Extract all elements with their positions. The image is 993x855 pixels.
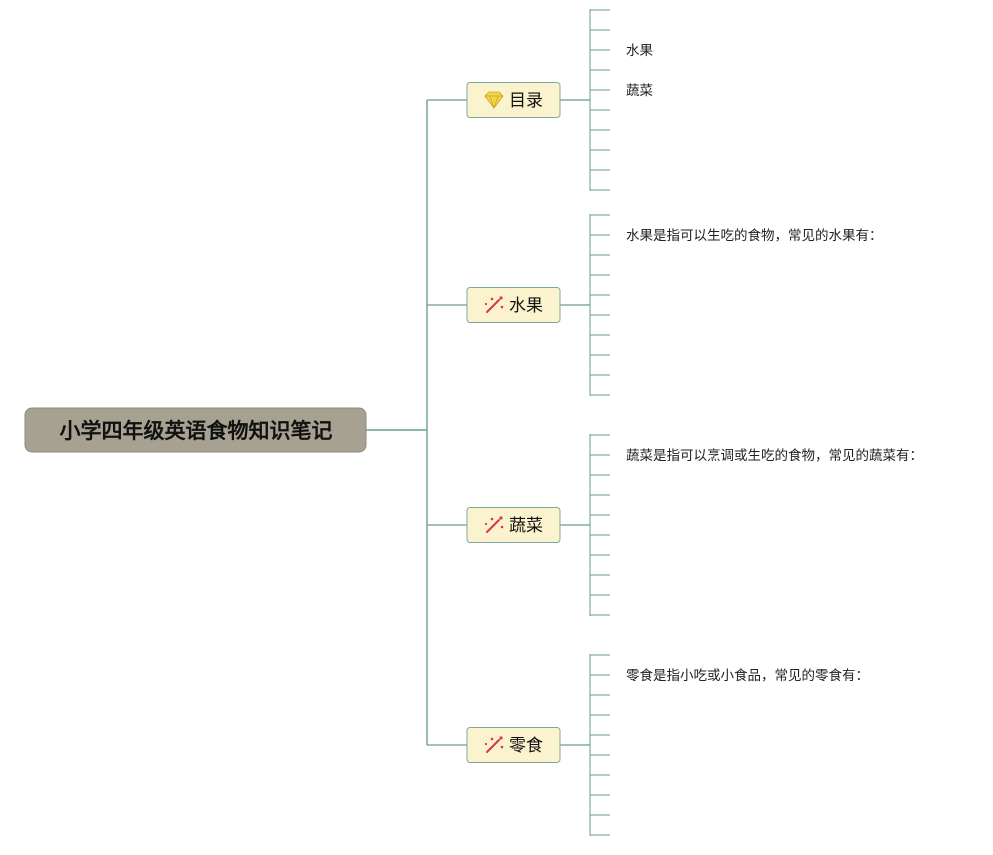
root-node-label: 小学四年级英语食物知识笔记: [60, 419, 333, 443]
leaf-node-label[interactable]: 水果: [626, 43, 654, 59]
root-node[interactable]: 小学四年级英语食物知识笔记: [24, 407, 367, 453]
branch-node-3[interactable]: 蔬菜: [466, 507, 561, 543]
diamond-icon: [484, 91, 504, 110]
branch-node-label: 蔬菜: [509, 516, 543, 536]
leaf-node-label[interactable]: 零食是指小吃或小食品，常见的零食有：: [626, 667, 869, 684]
branch-node-2[interactable]: 水果: [466, 287, 561, 323]
branch-node-box: [466, 287, 561, 323]
root-node-box: [24, 407, 367, 453]
sparkle-marker-icon: [484, 736, 504, 753]
branch-node-label: 目录: [509, 91, 543, 111]
leaf-node-label[interactable]: 水果是指可以生吃的食物，常见的水果有：: [626, 227, 883, 244]
sparkle-marker-icon: [484, 516, 504, 533]
branch-node-box: [466, 507, 561, 543]
leaf-node-label[interactable]: 蔬菜是指可以烹调或生吃的食物，常见的蔬菜有：: [626, 447, 923, 464]
branch-node-box: [466, 82, 561, 118]
sparkle-marker-icon: [484, 296, 504, 313]
branch-node-label: 水果: [509, 296, 543, 316]
branch-node-4[interactable]: 零食: [466, 727, 561, 763]
connector-lines: [366, 9, 610, 836]
leaf-node-label[interactable]: 蔬菜: [626, 83, 653, 99]
branch-node-label: 零食: [509, 736, 543, 756]
branch-node-box: [466, 727, 561, 763]
branch-node-1[interactable]: 目录: [466, 82, 561, 118]
